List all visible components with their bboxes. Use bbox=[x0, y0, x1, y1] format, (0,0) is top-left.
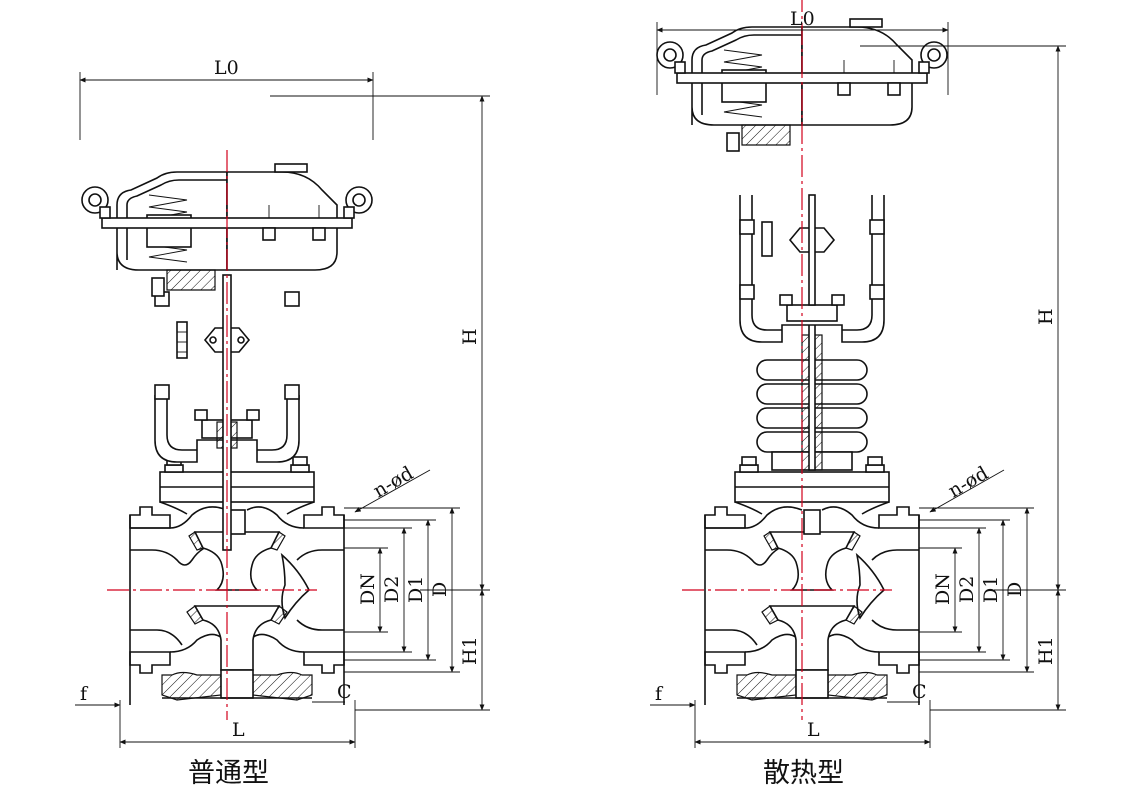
dim-d-left: D bbox=[429, 582, 451, 597]
dim-dn-right: DN bbox=[932, 573, 954, 605]
dim-l0-left: L0 bbox=[214, 57, 239, 79]
heat-sink-valve-view bbox=[656, 0, 948, 720]
dim-f-left: f bbox=[80, 683, 89, 705]
dim-nd-left: n-ød bbox=[370, 462, 418, 502]
caption-standard: 普通型 bbox=[188, 758, 269, 789]
caption-heat-sink: 散热型 bbox=[763, 758, 844, 789]
dim-dn-left: DN bbox=[357, 573, 379, 605]
dim-c-left: C bbox=[337, 681, 352, 703]
dim-d2-right: D2 bbox=[956, 576, 978, 603]
dim-h1-left: H1 bbox=[459, 636, 481, 665]
dim-d2-left: D2 bbox=[381, 576, 403, 603]
dim-l0-right: L0 bbox=[790, 8, 815, 30]
dim-d-right: D bbox=[1004, 582, 1026, 597]
dim-h1-right: H1 bbox=[1035, 636, 1057, 665]
dim-h-left: H bbox=[459, 328, 481, 345]
standard-valve-view bbox=[81, 150, 373, 720]
dim-d1-right: D1 bbox=[980, 576, 1002, 603]
dim-d1-left: D1 bbox=[405, 576, 427, 603]
dim-h-right: H bbox=[1035, 308, 1057, 325]
standard-dimensions: L0 H H1 D D1 D2 DN n-ød L C bbox=[75, 57, 490, 748]
dim-c-right: C bbox=[912, 681, 927, 703]
dim-f-right: f bbox=[655, 683, 664, 705]
dim-l-left: L bbox=[232, 719, 245, 741]
dim-nd-right: n-ød bbox=[945, 462, 993, 502]
dim-l-right: L bbox=[807, 719, 820, 741]
